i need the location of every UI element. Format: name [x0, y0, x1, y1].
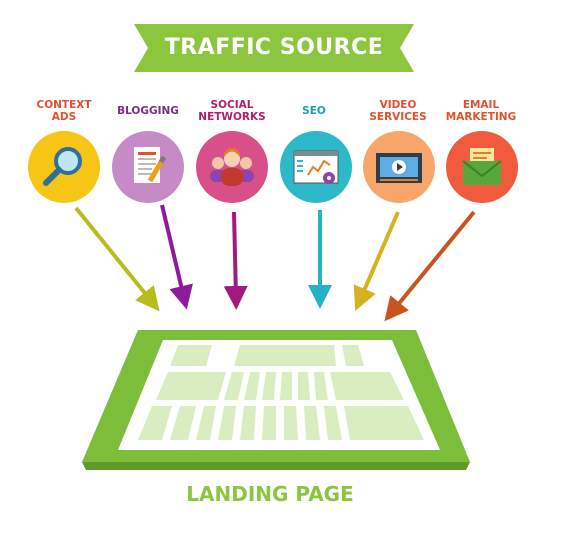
source-label-line: BLOGGING [117, 105, 179, 117]
source-label-email-marketing: EMAIL MARKETING [431, 99, 531, 123]
source-label-line: SOCIAL [210, 99, 254, 111]
source-label-line: VIDEO [379, 99, 417, 111]
source-label-line: NETWORKS [198, 111, 266, 123]
arrow-social-networks [223, 211, 248, 310]
source-label-line: MARKETING [445, 111, 517, 123]
people-icon [196, 131, 268, 203]
video-player-icon [363, 131, 435, 203]
video-services-circle [363, 131, 435, 203]
source-label-blogging: BLOGGING [98, 105, 198, 117]
landing-page-label: LANDING PAGE [186, 482, 354, 506]
banner-ribbon-shape [134, 24, 414, 72]
source-label-line: ADS [51, 111, 77, 123]
social-networks-circle [196, 131, 268, 203]
screen-content-blocks [138, 345, 424, 440]
email-marketing-circle [446, 131, 518, 203]
arrow-video-services [353, 211, 400, 312]
source-label-line: EMAIL [462, 99, 500, 111]
source-label-line: SEO [302, 105, 326, 117]
source-label-seo: SEO [264, 105, 364, 117]
arrow-email-marketing [384, 210, 476, 322]
envelope-icon [446, 131, 518, 203]
context-ads-circle [28, 131, 100, 203]
page-title: TRAFFIC SOURCE [164, 35, 384, 60]
arrow-blogging [160, 204, 193, 310]
source-label-line: SERVICES [369, 111, 427, 123]
tablet-bottom-edge [82, 462, 470, 470]
blogging-circle [112, 131, 184, 203]
source-label-social-networks: SOCIAL NETWORKS [182, 99, 282, 123]
seo-circle [280, 131, 352, 203]
analytics-window-icon [280, 131, 352, 203]
source-label-video-services: VIDEO SERVICES [348, 99, 448, 123]
title-banner: TRAFFIC SOURCE [134, 24, 414, 72]
arrow-context-ads [74, 206, 160, 312]
document-pen-icon [112, 131, 184, 203]
source-label-line: CONTEXT [36, 99, 92, 111]
magnifier-icon [28, 131, 100, 203]
source-label-context-ads: CONTEXT ADS [14, 99, 114, 123]
